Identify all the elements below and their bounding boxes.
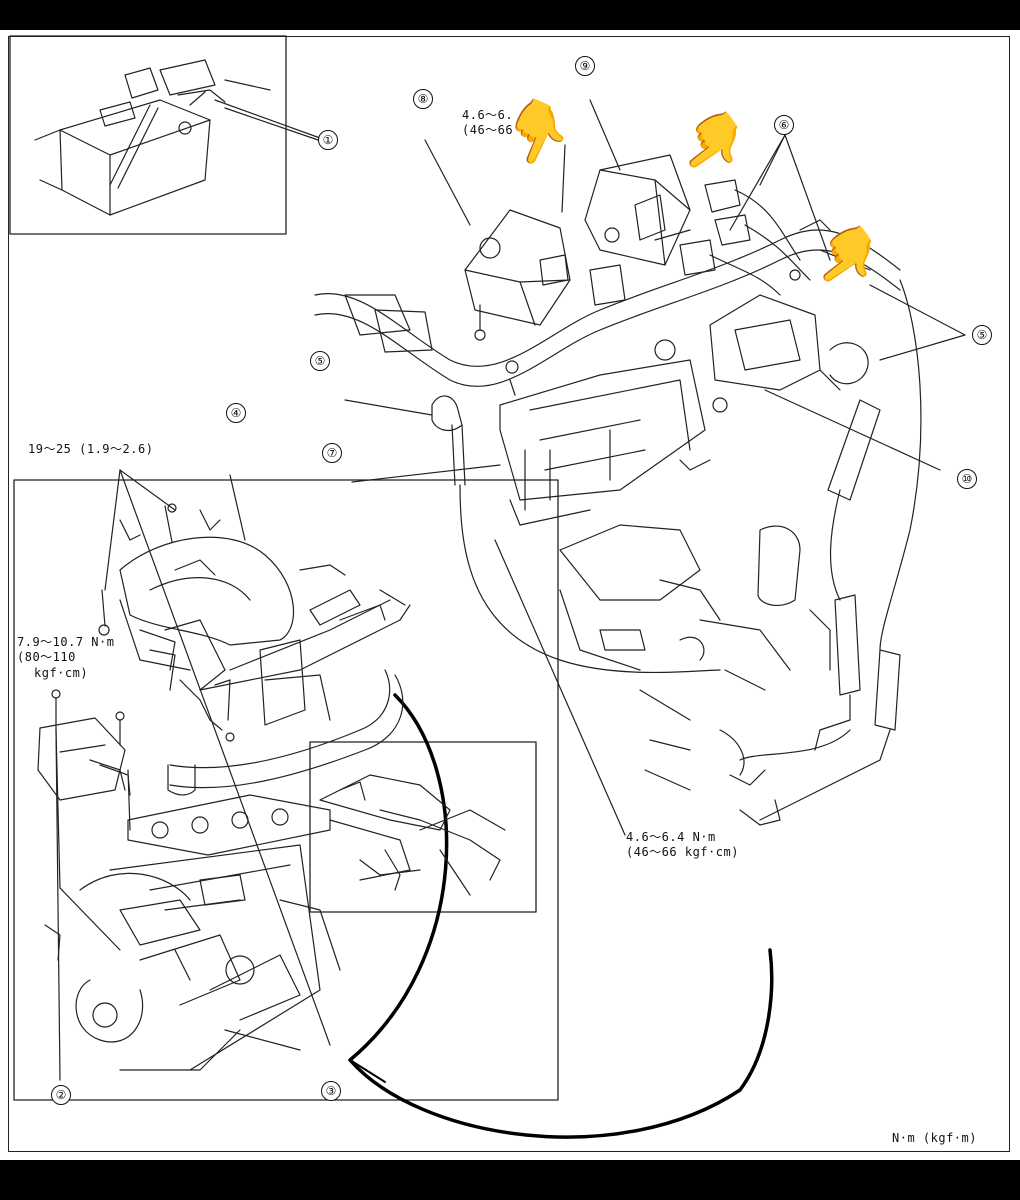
sweep-curve (348, 693, 774, 1139)
callout-3: ③ (321, 1081, 341, 1101)
plug-lead-5-left-drawing (431, 395, 721, 674)
intake-inset-box (13, 479, 559, 1101)
callout-5-right: ⑤ (972, 325, 992, 345)
exploded-view-drawing (9, 35, 966, 1139)
battery-illustration (34, 59, 321, 216)
units-label: N·m (kgf·m) (892, 1131, 977, 1145)
small-inset-drawing (319, 774, 506, 896)
engine-block-drawing (44, 844, 341, 1071)
callout-4: ④ (226, 403, 246, 423)
callout-6: ⑥ (774, 115, 794, 135)
callout-10: ⑩ (957, 469, 977, 489)
gasket-drawing (127, 794, 331, 856)
callout-9: ⑨ (575, 56, 595, 76)
diagram-frame (8, 36, 1010, 1152)
torque-label-4-6-top-line2: (46～66 (462, 123, 514, 137)
ignition-coil-9-drawing (584, 154, 691, 266)
engine-lower-right-drawing (559, 524, 831, 791)
torque-label-7-9-line3: kgf·cm) (34, 666, 89, 680)
diagram-sheet: ① ② ③ ④ ⑤ ⑤ ⑥ ⑦ ⑧ ⑨ ⑩ 19～25 (1.9～2.6) 7.… (0, 30, 1020, 1160)
torque-label-19-25: 19～25 (1.9～2.6) (28, 442, 154, 456)
small-inset-box (309, 741, 537, 913)
callout-5-left: ⑤ (310, 351, 330, 371)
bracket-7-drawing (499, 339, 711, 526)
torque-label-4-6-lower-line2: (46～66 kgf·cm) (626, 845, 739, 859)
bottom-letterbox-bar (0, 1160, 1020, 1200)
top-letterbox-bar (0, 0, 1020, 30)
plug-leads-right-drawing (719, 279, 922, 826)
wiring-harness-drawing (314, 219, 901, 387)
intake-manifold-drawing (98, 503, 411, 796)
cover-bracket-drawing (37, 689, 131, 801)
callout-1: ① (318, 130, 338, 150)
ignition-coil-8-drawing (464, 209, 571, 341)
callout-2: ② (51, 1085, 71, 1105)
battery-inset-box (9, 35, 287, 235)
callout-8: ⑧ (413, 89, 433, 109)
torque-label-4-6-top-line1: 4.6～6. (462, 108, 514, 122)
bracket-10-drawing (709, 269, 941, 471)
callout-7: ⑦ (322, 443, 342, 463)
torque-label-4-6-lower-line1: 4.6～6.4 N·m (626, 830, 716, 844)
plug-wire-caps-6-drawing (679, 179, 811, 296)
torque-label-7-9-line1: 7.9～10.7 N·m (17, 635, 115, 649)
torque-label-7-9-line2: (80～110 (17, 650, 76, 664)
